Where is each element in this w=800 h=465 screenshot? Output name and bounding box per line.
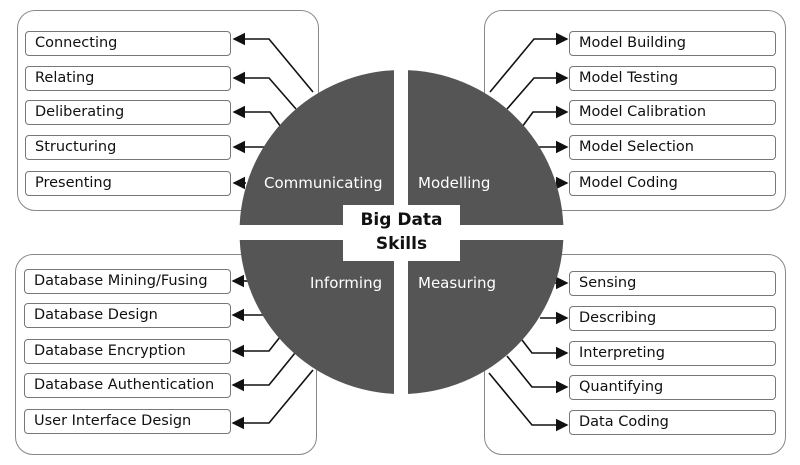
center-title: Big Data Skills (343, 205, 460, 261)
arrow-model-calibration (521, 105, 569, 128)
skill-box: User Interface Design (24, 409, 231, 434)
title-line-2: Skills (375, 234, 428, 254)
title-line-1: Big Data (360, 210, 443, 230)
skill-box: Model Selection (569, 135, 776, 160)
label-measuring: Measuring (418, 274, 497, 292)
arrow-relating (232, 71, 297, 110)
skill-box: Model Calibration (569, 100, 776, 125)
quadrant-measuring (408, 240, 564, 394)
skill-box: Sensing (569, 271, 776, 296)
skill-box: Data Coding (569, 410, 776, 435)
arrow-data-coding (488, 372, 569, 432)
skill-box: Model Testing (569, 66, 776, 91)
skill-box: Deliberating (25, 100, 231, 125)
arrow-deliberating (232, 105, 282, 128)
skill-box: Presenting (25, 171, 231, 196)
quadrant-informing (239, 240, 394, 394)
skill-box: Model Building (569, 31, 776, 56)
arrow-database-encryption (231, 336, 281, 358)
quadrant-modelling (408, 70, 564, 225)
arrow-database-authentication (231, 352, 296, 392)
arrow-model-testing (506, 71, 569, 110)
label-modelling: Modelling (418, 174, 491, 192)
arrow-interpreting (521, 339, 569, 360)
skill-box: Quantifying (569, 375, 776, 400)
quadrant-communicating (239, 70, 394, 225)
skill-box: Database Encryption (24, 339, 231, 364)
skill-box: Structuring (25, 135, 231, 160)
arrow-quantifying (506, 355, 569, 394)
label-informing: Informing (310, 274, 383, 292)
label-communicating: Communicating (264, 174, 383, 192)
skill-box: Describing (569, 306, 776, 331)
arrow-ui-design (231, 369, 314, 430)
skill-box: Database Mining/Fusing (24, 269, 231, 294)
skill-box: Relating (25, 66, 231, 91)
skill-box: Interpreting (569, 341, 776, 366)
skill-box: Model Coding (569, 171, 776, 196)
arrow-model-building (489, 32, 569, 93)
skill-box: Database Design (24, 303, 231, 328)
skill-box: Database Authentication (24, 373, 231, 398)
arrow-connecting (232, 32, 314, 93)
skill-box: Connecting (25, 31, 231, 56)
